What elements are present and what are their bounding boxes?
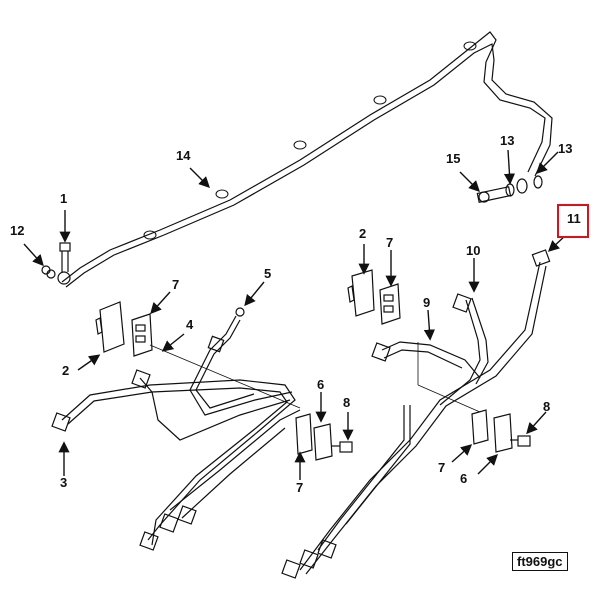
callout-11-highlight: 11	[557, 204, 589, 238]
callout-14: 14	[176, 148, 191, 163]
figure-id-label: ft969gc	[512, 552, 568, 571]
banjo-fitting-left	[41, 242, 71, 285]
callout-1: 1	[60, 191, 68, 206]
left-injector-lines	[51, 307, 301, 551]
callout-3: 3	[60, 475, 68, 490]
right-injector-lines	[281, 249, 551, 579]
callout-8b: 8	[543, 399, 551, 414]
callout-15: 15	[446, 151, 461, 166]
callout-10: 10	[466, 243, 481, 258]
callout-2b: 2	[62, 363, 70, 378]
callout-13a: 13	[500, 133, 515, 148]
leader-arrows	[23, 149, 568, 480]
callout-6a: 6	[317, 377, 325, 392]
callout-8a: 8	[343, 395, 351, 410]
banjo-fitting-right	[476, 175, 543, 203]
callout-5: 5	[264, 266, 272, 281]
callout-9: 9	[423, 295, 431, 310]
callout-6b: 6	[460, 471, 468, 486]
right-clamps	[347, 269, 531, 453]
callout-2a: 2	[359, 226, 367, 241]
fuel-return-line	[61, 31, 553, 288]
callout-7b: 7	[172, 277, 180, 292]
left-clamps	[95, 301, 353, 461]
callout-7a: 7	[386, 235, 394, 250]
callout-4: 4	[186, 317, 194, 332]
callout-12: 12	[10, 223, 25, 238]
callout-7d: 7	[438, 460, 446, 475]
callout-7c: 7	[296, 480, 304, 495]
callout-13b: 13	[558, 141, 573, 156]
